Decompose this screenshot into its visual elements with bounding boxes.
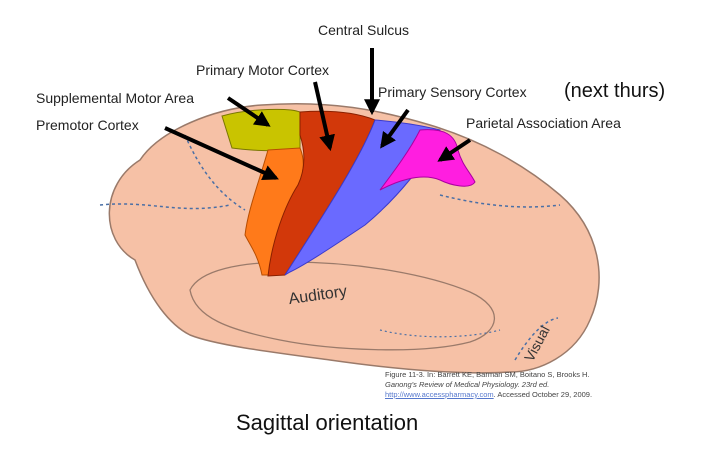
primary-sensory-cortex (284, 119, 441, 276)
arrow-supplemental-motor (226, 96, 271, 127)
label-supplemental-motor-area: Supplemental Motor Area (36, 90, 194, 106)
label-central-sulcus: Central Sulcus (318, 22, 410, 38)
sulcus-line (514, 317, 559, 361)
arrow-parietal-association (437, 138, 472, 162)
label-primary-sensory-cortex: Primary Sensory Cortex (378, 84, 527, 100)
arrow-primary-motor (313, 81, 335, 152)
citation-line-3: http://www.accesspharmacy.com. Accessed … (385, 390, 655, 400)
sulcus-line (99, 203, 231, 210)
label-parietal-association-area: Parietal Association Area (466, 115, 621, 131)
supplemental-motor-area (221, 108, 301, 152)
arrow-premotor (164, 126, 279, 181)
label-next-thurs: (next thurs) (564, 80, 666, 102)
label-premotor-cortex: Premotor Cortex (36, 117, 139, 133)
citation-link[interactable]: http://www.accesspharmacy.com (385, 390, 494, 399)
label-primary-motor-cortex: Primary Motor Cortex (196, 62, 330, 78)
sulcus-line (439, 194, 561, 208)
arrow-primary-sensory (380, 108, 410, 149)
caption: Sagittal orientation (236, 410, 419, 435)
citation-line-2: Ganong's Review of Medical Physiology. 2… (385, 380, 550, 389)
citation-accessed: . Accessed October 29, 2009. (493, 390, 593, 399)
citation: Figure 11-3. In: Barrett KE, Barman SM, … (385, 370, 655, 400)
citation-line-1: Figure 11-3. In: Barrett KE, Barman SM, … (385, 370, 590, 379)
